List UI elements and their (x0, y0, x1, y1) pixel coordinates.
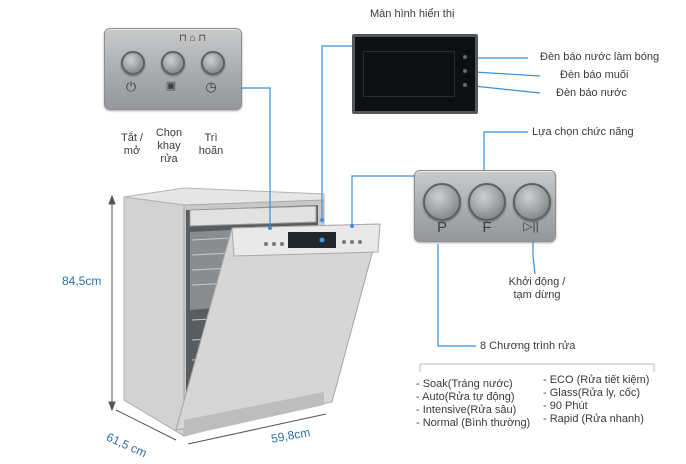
tray-icon: ▣ (165, 80, 177, 92)
delay-button[interactable] (201, 51, 225, 75)
dishwasher-illustration (123, 187, 381, 437)
program-item: - Normal (Bình thường) (416, 417, 531, 429)
water-indicator (463, 83, 467, 87)
leader-lines (240, 45, 541, 347)
program-item: - 90 Phút (543, 400, 588, 412)
function-panel: P F ▷|| (414, 170, 556, 242)
display-screen (352, 34, 478, 114)
start-pause-symbol: ▷|| (523, 219, 539, 233)
tray-select-button[interactable] (161, 51, 185, 75)
child-lock-icon: ⊓ ⌂ ⊓ (179, 33, 207, 44)
control-panel: ⊓ ⌂ ⊓ ⏻ ▣ ◷ (104, 28, 242, 110)
delay-label: Trì hoãn (198, 132, 224, 157)
program-item: - Glass(Rửa ly, cốc) (543, 387, 641, 399)
program-button-symbol: P (436, 219, 447, 236)
salt-label: Đèn báo muối (560, 69, 629, 81)
water-label: Đèn báo nước (556, 87, 627, 99)
function-button[interactable] (468, 183, 506, 221)
function-button-symbol: F (482, 219, 492, 236)
salt-indicator (463, 69, 467, 73)
start-pause-label: Khởi động / tạm dừng (508, 276, 566, 301)
power-icon: ⏻ (125, 79, 137, 94)
rinse-aid-indicator (463, 55, 467, 59)
program-item: - Auto(Rửa tự động) (416, 391, 515, 403)
power-label: Tắt / mở (120, 132, 143, 157)
program-button[interactable] (423, 183, 461, 221)
program-item: - Soak(Tráng nước) (416, 378, 513, 390)
rinse-aid-label: Đèn báo nước làm bóng (540, 51, 660, 63)
program-item: - ECO (Rửa tiết kiệm) (543, 374, 650, 386)
display-title: Màn hình hiển thị (370, 8, 455, 20)
start-pause-button[interactable] (513, 183, 551, 221)
programs-left-list: - Soak(Tráng nước) - Auto(Rửa tự động) -… (416, 378, 530, 430)
height-dimension: 84,5cm (62, 274, 102, 288)
leader-dots (268, 218, 354, 230)
program-item: - Intensive(Rửa sâu) (416, 404, 517, 416)
clock-icon: ◷ (205, 79, 217, 94)
dimension-lines (108, 194, 327, 445)
programs-title: 8 Chương trình rửa (480, 340, 576, 352)
tray-label: Chọn khay rửa (155, 127, 183, 165)
function-select-label: Lựa chọn chức năng (532, 126, 634, 138)
programs-bracket (419, 363, 655, 372)
program-item: - Rapid (Rửa nhanh) (543, 413, 644, 425)
programs-right-list: - ECO (Rửa tiết kiệm) - Glass(Rửa ly, cố… (543, 374, 649, 426)
power-button[interactable] (121, 51, 145, 75)
